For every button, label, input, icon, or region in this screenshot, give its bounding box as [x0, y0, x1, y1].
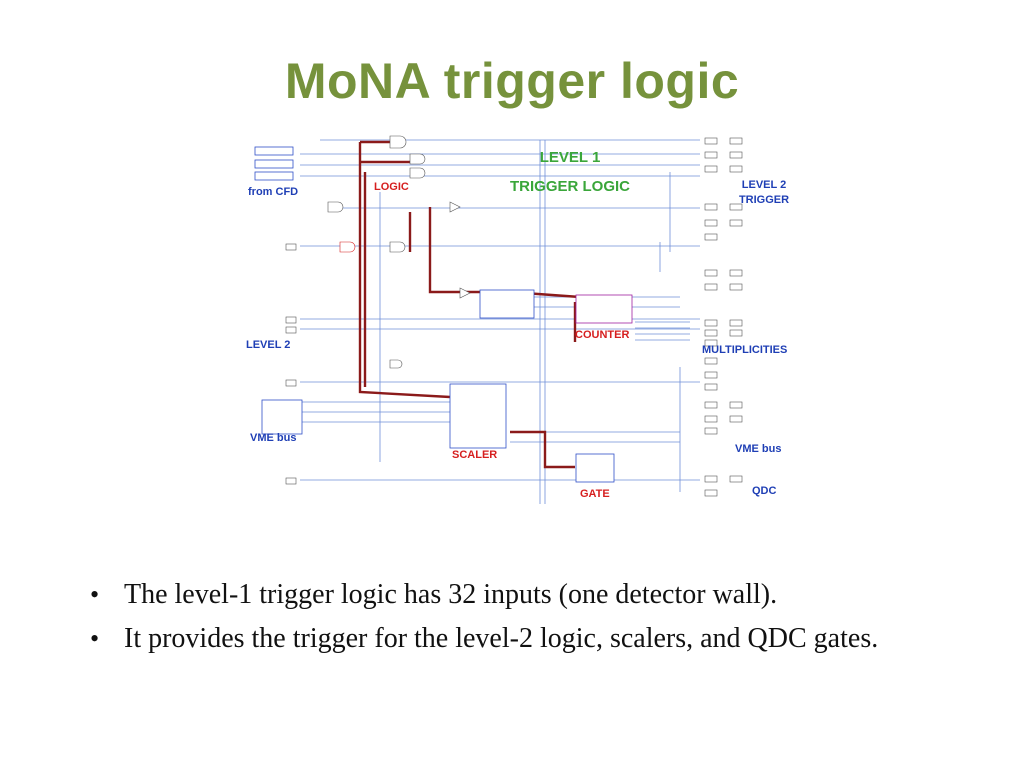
gate-block [575, 453, 615, 483]
qdc-label: QDC [752, 485, 777, 497]
trigger-logic-schematic: LEVEL 1 TRIGGER LOGIC LEVEL 2 TRIGGER fr… [240, 132, 800, 508]
vme-bus-left-label: VME bus [250, 432, 296, 444]
logic-label: LOGIC [374, 181, 409, 193]
signal-wires [300, 139, 700, 504]
bullet-list: • The level-1 trigger logic has 32 input… [88, 578, 948, 666]
latch-block [479, 289, 535, 319]
vme-bus-input-box [261, 399, 303, 435]
bullet-text-1: The level-1 trigger logic has 32 inputs … [124, 579, 778, 610]
output-channels [704, 137, 743, 497]
counter-block [575, 294, 633, 324]
bullet-dot-icon: • [90, 624, 100, 653]
bullet-dot-icon: • [90, 580, 100, 609]
level2-trigger-label-line1: LEVEL 2 [742, 179, 786, 191]
scaler-label: SCALER [452, 449, 497, 461]
bullet-item-2: • It provides the trigger for the level-… [88, 622, 948, 656]
vme-bus-right-label: VME bus [735, 443, 781, 455]
left-input-markers [285, 243, 297, 485]
logic-gates [327, 135, 471, 369]
bullet-item-1: • The level-1 trigger logic has 32 input… [88, 578, 948, 612]
bullet-text-2: It provides the trigger for the level-2 … [124, 623, 879, 654]
level2-trigger-label-line2: TRIGGER [739, 194, 789, 206]
cfd-input-box-3 [254, 171, 294, 181]
counter-label: COUNTER [575, 329, 629, 341]
gate-label: GATE [580, 488, 610, 500]
scaler-block [449, 383, 507, 449]
level1-label-line1: LEVEL 1 [540, 149, 601, 166]
cfd-input-box-2 [254, 159, 294, 169]
level1-label-line2: TRIGGER LOGIC [510, 178, 630, 195]
slide-title: MoNA trigger logic [284, 53, 740, 109]
from-cfd-label: from CFD [248, 186, 298, 198]
cfd-input-box-1 [254, 146, 294, 156]
multiplicities-label: MULTIPLICITIES [702, 344, 787, 356]
level2-left-label: LEVEL 2 [246, 339, 290, 351]
